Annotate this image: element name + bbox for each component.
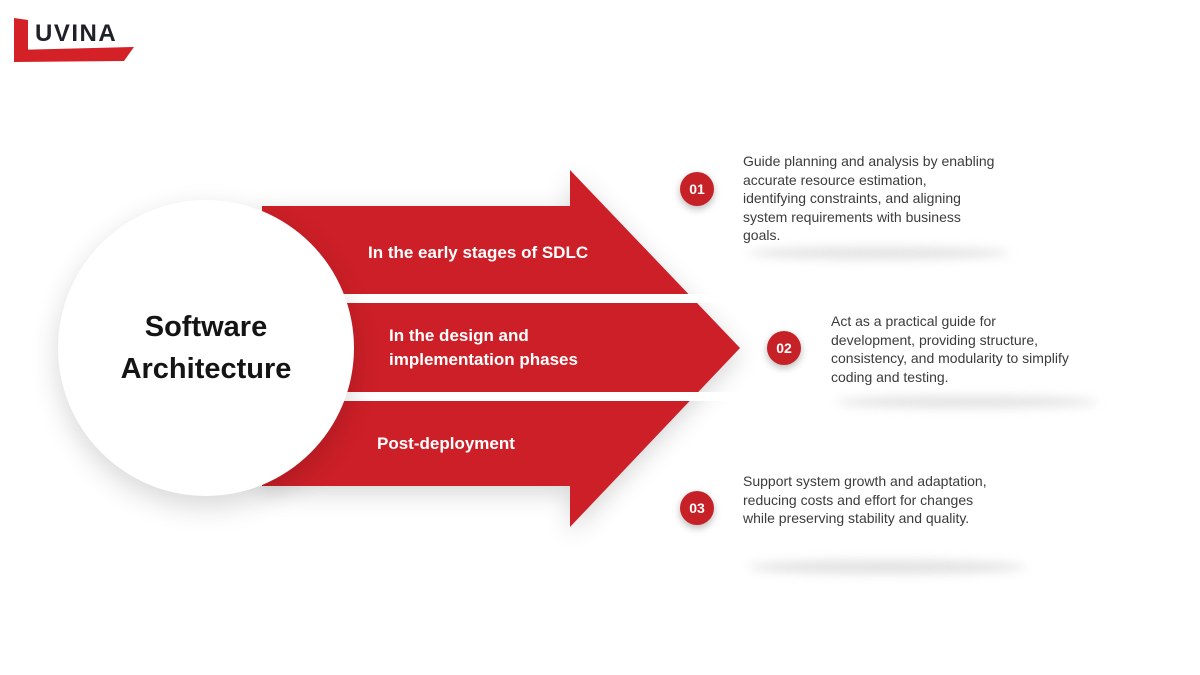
phase-description-3: Support system growth and adaptation, re… [743,473,987,526]
luvina-logo: UVINA [10,12,145,67]
arrow-gap-top [210,294,760,303]
phase-number-badge-2: 02 [767,331,801,365]
phase-label-1: In the early stages of SDLC [368,243,589,262]
shadow-swoosh [748,560,1026,574]
title-circle: Software Architecture [58,200,354,496]
phase-number-3: 03 [689,500,705,516]
shadow-swoosh [748,247,1010,259]
phase-description-2: Act as a practical guide for development… [831,313,1069,385]
phase-number-2: 02 [776,340,792,356]
shadow-swoosh [836,396,1098,408]
phase-label-2: In the design and implementation phases [389,326,578,369]
phase-description-1: Guide planning and analysis by enabling … [743,153,995,243]
phase-number-1: 01 [689,181,705,197]
arrow-gap-bottom [210,392,760,401]
phase-label-3: Post-deployment [377,434,515,453]
luvina-logo-text: UVINA [35,20,118,47]
phase-number-badge-1: 01 [680,172,714,206]
luvina-l-mark-icon [14,18,134,62]
phase-number-badge-3: 03 [680,491,714,525]
arrow-shape-icon [262,170,740,527]
page-title: Software Architecture [120,311,292,385]
